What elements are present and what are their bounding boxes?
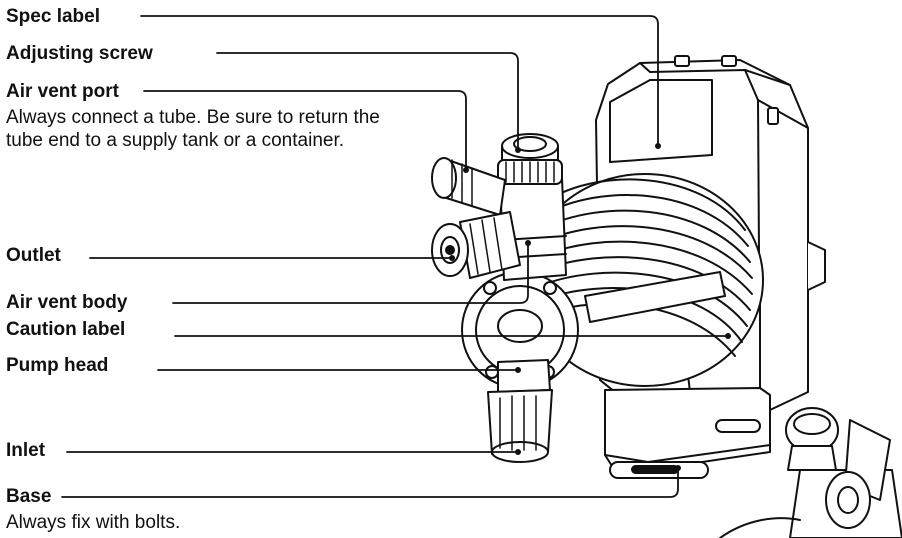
base-note: Always fix with bolts. xyxy=(6,512,181,533)
leader-lines xyxy=(61,15,731,498)
base-leader xyxy=(61,467,679,498)
inlet-callout: Inlet xyxy=(6,440,46,461)
pump-head xyxy=(461,271,579,389)
air-vent-assembly xyxy=(497,133,567,281)
air-vent-port-note: Always connect a tube. Be sure to return… xyxy=(6,107,380,151)
finned-housing xyxy=(526,173,764,387)
outlet-fitting xyxy=(431,211,521,279)
air-vent-body-leader xyxy=(172,242,529,304)
adjusting-screw-callout: Adjusting screw xyxy=(6,43,153,64)
spec-label-callout: Spec label xyxy=(6,6,100,27)
air-vent-port xyxy=(431,157,506,216)
base-callout: Base xyxy=(6,486,52,507)
air-vent-port-callout: Air vent port xyxy=(6,81,119,102)
air-vent-port-leader xyxy=(143,90,467,171)
pump-head-callout: Pump head xyxy=(6,355,109,376)
outlet-callout: Outlet xyxy=(6,245,61,266)
secondary-pump-partial xyxy=(719,407,902,538)
caution-label-callout: Caution label xyxy=(6,319,126,340)
inlet-fitting xyxy=(487,359,553,463)
adjusting-screw-leader xyxy=(216,52,519,151)
base-plate xyxy=(604,387,771,479)
air-vent-body-callout: Air vent body xyxy=(6,292,128,313)
spec-label-panel xyxy=(609,79,713,163)
spec-label-leader xyxy=(140,15,659,147)
